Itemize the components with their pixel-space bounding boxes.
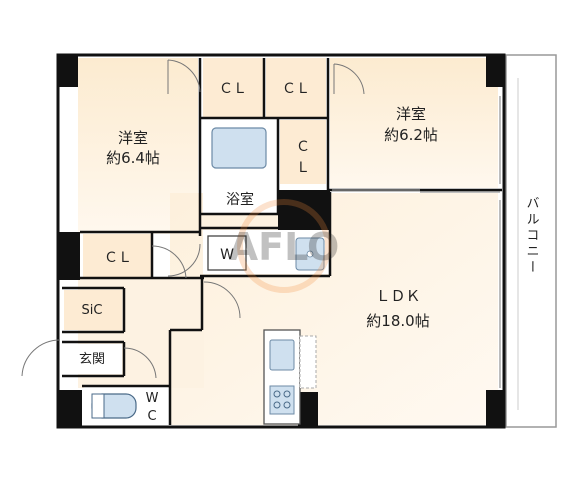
ldk-size: 約18.0帖 <box>366 312 429 330</box>
closet-top-right <box>266 58 326 118</box>
western-left-size: 約6.4帖 <box>106 149 160 167</box>
ldk-name: ＬＤＫ <box>375 287 420 305</box>
room-sic <box>64 290 122 330</box>
balcony-label: バルコニー <box>524 196 540 276</box>
bathtub <box>211 127 267 169</box>
fridge-space <box>299 335 317 389</box>
closet-top-right-label: ＣＬ <box>282 81 310 97</box>
washer-label: W <box>220 247 234 263</box>
watermark-logo: AFLO <box>229 199 340 293</box>
western-left-name: 洋室 <box>118 129 148 147</box>
wc-label-2: C <box>147 409 156 424</box>
washer-unit <box>207 235 247 271</box>
room-western-right <box>330 58 498 188</box>
wc-label-1: W <box>146 391 159 406</box>
western-right-size: 約6.2帖 <box>384 126 438 144</box>
bath-label: 浴室 <box>226 191 254 208</box>
closet-left-room <box>83 234 151 278</box>
room-entrance <box>64 344 122 374</box>
closet-top-left-label: ＣＬ <box>219 81 247 97</box>
balcony <box>505 54 557 428</box>
watermark-text: AFLO <box>229 225 340 269</box>
entrance-label: 玄関 <box>79 352 105 367</box>
sic-label: SiC <box>82 303 103 318</box>
western-right-name: 洋室 <box>396 105 426 123</box>
closet-left-room-label: ＣＬ <box>104 250 132 266</box>
door-swings <box>21 59 365 379</box>
closet-vertical-label-1: Ｃ <box>296 139 310 155</box>
kitchen-sink <box>269 339 295 371</box>
closet-vertical <box>280 120 326 184</box>
closet-top-left <box>203 58 263 118</box>
closet-vertical-label-2: Ｌ <box>296 160 310 176</box>
cooktop <box>269 385 295 415</box>
